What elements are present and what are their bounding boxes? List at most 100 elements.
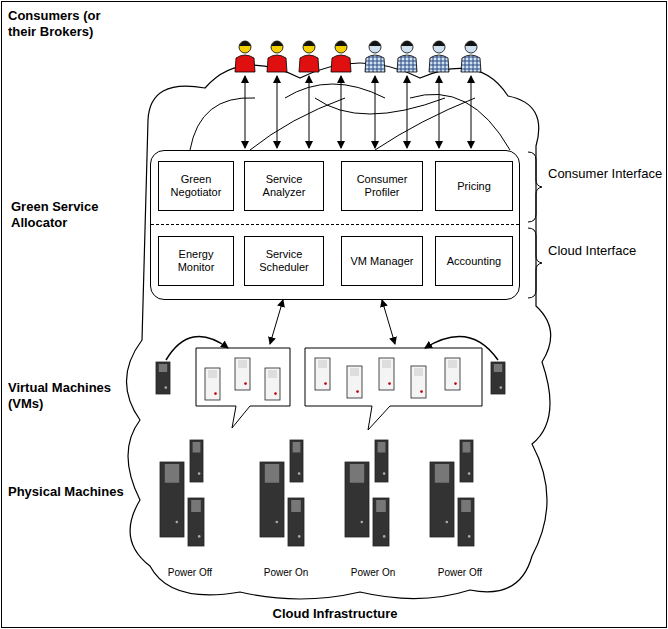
consumer-body — [429, 55, 449, 72]
allocator-panel: Green Service AllocatorGreen NegotiatorS… — [150, 150, 520, 300]
consumer-icons — [235, 41, 481, 148]
consumer-body — [299, 55, 319, 72]
link-arrow — [277, 76, 278, 148]
server-panel — [463, 442, 471, 453]
server-icon — [290, 440, 303, 482]
server-led — [274, 392, 277, 395]
migration-arrow — [425, 336, 498, 360]
consumer-hair — [433, 41, 445, 46]
server-icon — [190, 440, 203, 482]
box-label: Service Analyzer — [248, 173, 320, 199]
section-label: Consumer Interface — [548, 166, 663, 182]
server-led — [176, 521, 179, 524]
component-box: Service Analyzer — [244, 161, 324, 211]
server-icon — [205, 368, 220, 400]
server-panel — [350, 464, 364, 483]
component-box: Accounting — [435, 236, 513, 286]
consumer-head — [239, 41, 251, 53]
component-box: Energy Monitor — [158, 236, 234, 286]
link-arrow — [407, 76, 408, 148]
consumer-hair — [271, 41, 283, 46]
consumer-hair — [401, 41, 413, 46]
server-panel — [494, 364, 502, 372]
link-arrow — [341, 76, 342, 148]
server-led — [165, 386, 168, 389]
bracket — [528, 152, 542, 222]
interface-divider — [151, 224, 519, 225]
server-icon — [411, 366, 426, 398]
server-panel — [350, 368, 359, 376]
server-led — [468, 535, 471, 538]
component-box: Consumer Profiler — [341, 161, 423, 211]
section-label: Virtual Machines (VMs) — [8, 380, 126, 412]
consumer-hair — [465, 41, 477, 46]
server-panel — [293, 442, 301, 453]
component-box: Service Scheduler — [244, 236, 324, 286]
box-label: Pricing — [457, 180, 491, 193]
link-arc — [285, 84, 385, 98]
server-icon — [460, 440, 473, 482]
server-panel — [318, 360, 327, 368]
server-panel — [159, 364, 167, 372]
server-panel — [291, 500, 301, 512]
component-box: Pricing — [435, 161, 513, 211]
server-panel — [414, 368, 423, 376]
server-icon — [445, 358, 460, 390]
consumer-hair — [303, 41, 315, 46]
server-panel — [376, 500, 386, 512]
cloud-outline — [126, 63, 550, 599]
link-arc — [315, 98, 445, 114]
server-icon — [288, 498, 304, 546]
link-arc — [375, 98, 475, 150]
link-arrow — [375, 76, 376, 148]
server-led — [383, 472, 386, 475]
link-arc — [410, 94, 510, 150]
server-led — [388, 382, 391, 385]
server-panel — [378, 442, 386, 453]
box-label: Consumer Profiler — [345, 173, 419, 199]
vm-bubble — [305, 348, 482, 430]
server-icon — [430, 462, 454, 537]
server-panel — [208, 370, 217, 378]
server-led — [244, 382, 247, 385]
server-icon — [375, 440, 388, 482]
consumer-body — [267, 55, 287, 72]
bracket — [528, 228, 542, 298]
consumer-hair — [239, 41, 251, 46]
server-led — [198, 472, 201, 475]
server-led — [214, 392, 217, 395]
consumer-head — [335, 41, 347, 53]
server-icon — [379, 358, 394, 390]
server-panel — [461, 500, 471, 512]
server-icon — [260, 462, 284, 537]
consumer-head — [303, 41, 315, 53]
server-led — [420, 390, 423, 393]
server-icon — [265, 368, 280, 400]
link-arrow — [245, 76, 246, 148]
server-led — [361, 521, 364, 524]
server-led — [383, 535, 386, 538]
consumer-head — [433, 41, 445, 53]
consumer-body — [365, 55, 385, 72]
section-label: Green Service Allocator — [11, 199, 123, 231]
box-label: Accounting — [447, 255, 501, 268]
consumer-body — [461, 55, 481, 72]
server-panel — [265, 464, 279, 483]
server-led — [468, 472, 471, 475]
migration-arrow — [166, 336, 228, 360]
link-arrow — [439, 76, 440, 148]
server-icon — [315, 358, 330, 390]
server-icon — [491, 362, 505, 394]
server-panel — [448, 360, 457, 368]
vm-bubble — [196, 348, 290, 428]
box-label: VM Manager — [351, 255, 414, 268]
server-icon — [188, 498, 204, 546]
link-arrow — [270, 300, 283, 344]
section-label: Consumers (or their Brokers) — [8, 8, 126, 40]
server-panel — [165, 464, 179, 483]
link-arrow — [471, 76, 472, 148]
server-led — [500, 386, 503, 389]
power-state: Power On — [256, 566, 316, 579]
server-led — [298, 535, 301, 538]
